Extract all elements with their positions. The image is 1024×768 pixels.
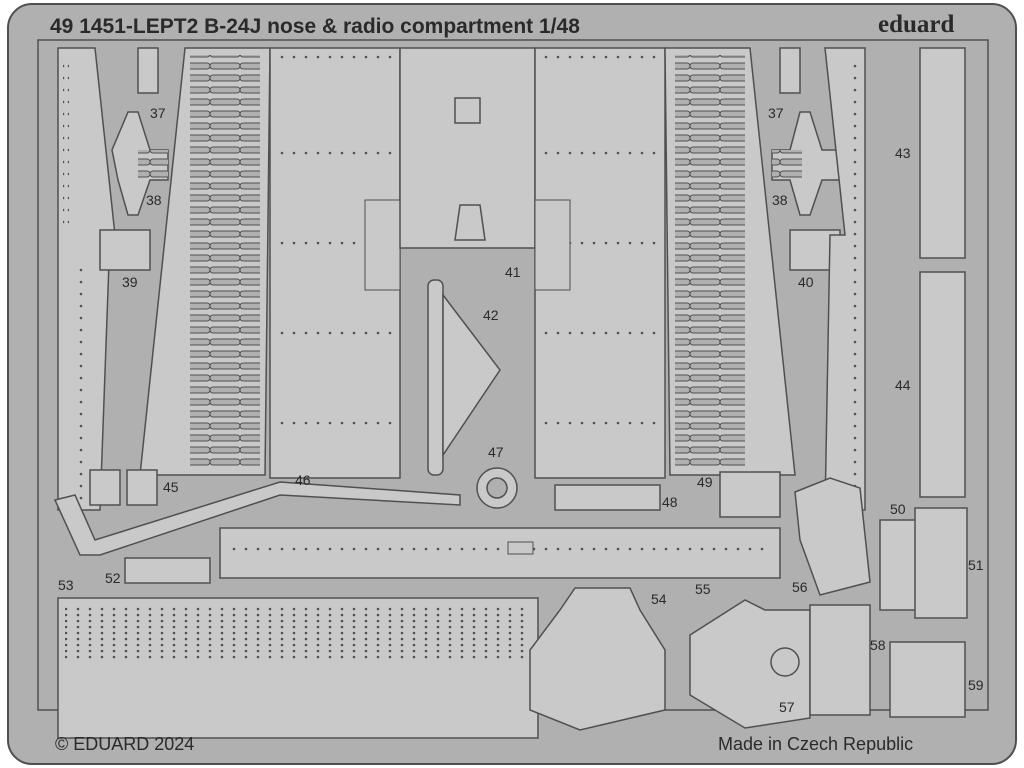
part-56 [794,477,871,596]
part-55-window [507,541,534,555]
part-left-central-rivets-4 [275,330,395,336]
part-53-slots [65,605,530,660]
label-59: 59 [968,677,984,693]
part-42-frame [427,279,444,476]
label-51: 51 [968,557,984,573]
part-57-ext [809,604,871,716]
part-right-central-rivets-4 [540,330,660,336]
part-45-b [126,469,158,506]
part-left-louvre-slots [190,55,260,467]
label-43: 43 [895,145,911,161]
label-42: 42 [483,307,499,323]
part-44 [919,271,966,498]
label-40: 40 [798,274,814,290]
part-left-central-sub [364,199,401,291]
part-51 [914,507,968,619]
label-37-left: 37 [150,105,166,121]
label-46: 46 [295,472,311,488]
part-49 [719,471,781,518]
copyright-text: © EDUARD 2024 [55,734,194,754]
part-48 [554,484,661,511]
label-38-left: 38 [146,192,162,208]
part-50 [879,519,921,611]
label-38-right: 38 [772,192,788,208]
part-43 [919,47,966,259]
label-53: 53 [58,577,74,593]
label-41: 41 [505,264,521,280]
part-left-panel-holes-lower [78,260,84,500]
label-58: 58 [870,637,886,653]
part-45-a [89,469,121,506]
part-37-right [779,47,801,94]
label-37-right: 37 [768,105,784,121]
part-left-central-rivets-3 [275,240,395,246]
part-left-panel-holes [63,60,69,230]
part-right-central-rivets-3 [540,240,660,246]
label-54: 54 [651,591,667,607]
part-left-central-rivets-5 [275,420,395,426]
part-right-central-rivets-5 [540,420,660,426]
part-59 [889,641,966,718]
label-55: 55 [695,581,711,597]
part-46 [53,481,461,556]
fret-title: 49 1451-LEPT2 B-24J nose & radio compart… [50,15,580,38]
label-56: 56 [792,579,808,595]
part-42 [442,292,501,458]
part-38-right-slots [772,150,802,180]
label-48: 48 [662,494,678,510]
part-right-central-rivets-2 [540,150,660,156]
part-right-louvre-slots [675,55,745,467]
label-45: 45 [163,479,179,495]
part-57-hole [770,647,800,677]
part-39 [99,229,151,271]
label-49: 49 [697,474,713,490]
origin-text: Made in Czech Republic [718,734,913,754]
part-47-hole [486,477,508,499]
part-center-window [454,97,481,124]
part-38-left-slots [138,150,168,180]
part-center-trapezoid [454,204,486,241]
part-right-panel-holes [852,60,858,500]
part-54 [529,587,666,731]
part-left-central-rivets-1 [275,55,395,61]
label-57: 57 [779,699,795,715]
part-52 [124,557,211,584]
part-55 [219,527,781,579]
part-right-central-sub [534,199,571,291]
brand-logo: eduard [878,11,955,38]
part-left-central-rivets-2 [275,150,395,156]
label-39: 39 [122,274,138,290]
label-52: 52 [105,570,121,586]
part-55-rivets [230,545,770,551]
label-47: 47 [488,444,504,460]
label-44: 44 [895,377,911,393]
part-right-central-rivets-1 [540,55,660,61]
part-37-left [137,47,159,94]
label-50: 50 [890,501,906,517]
